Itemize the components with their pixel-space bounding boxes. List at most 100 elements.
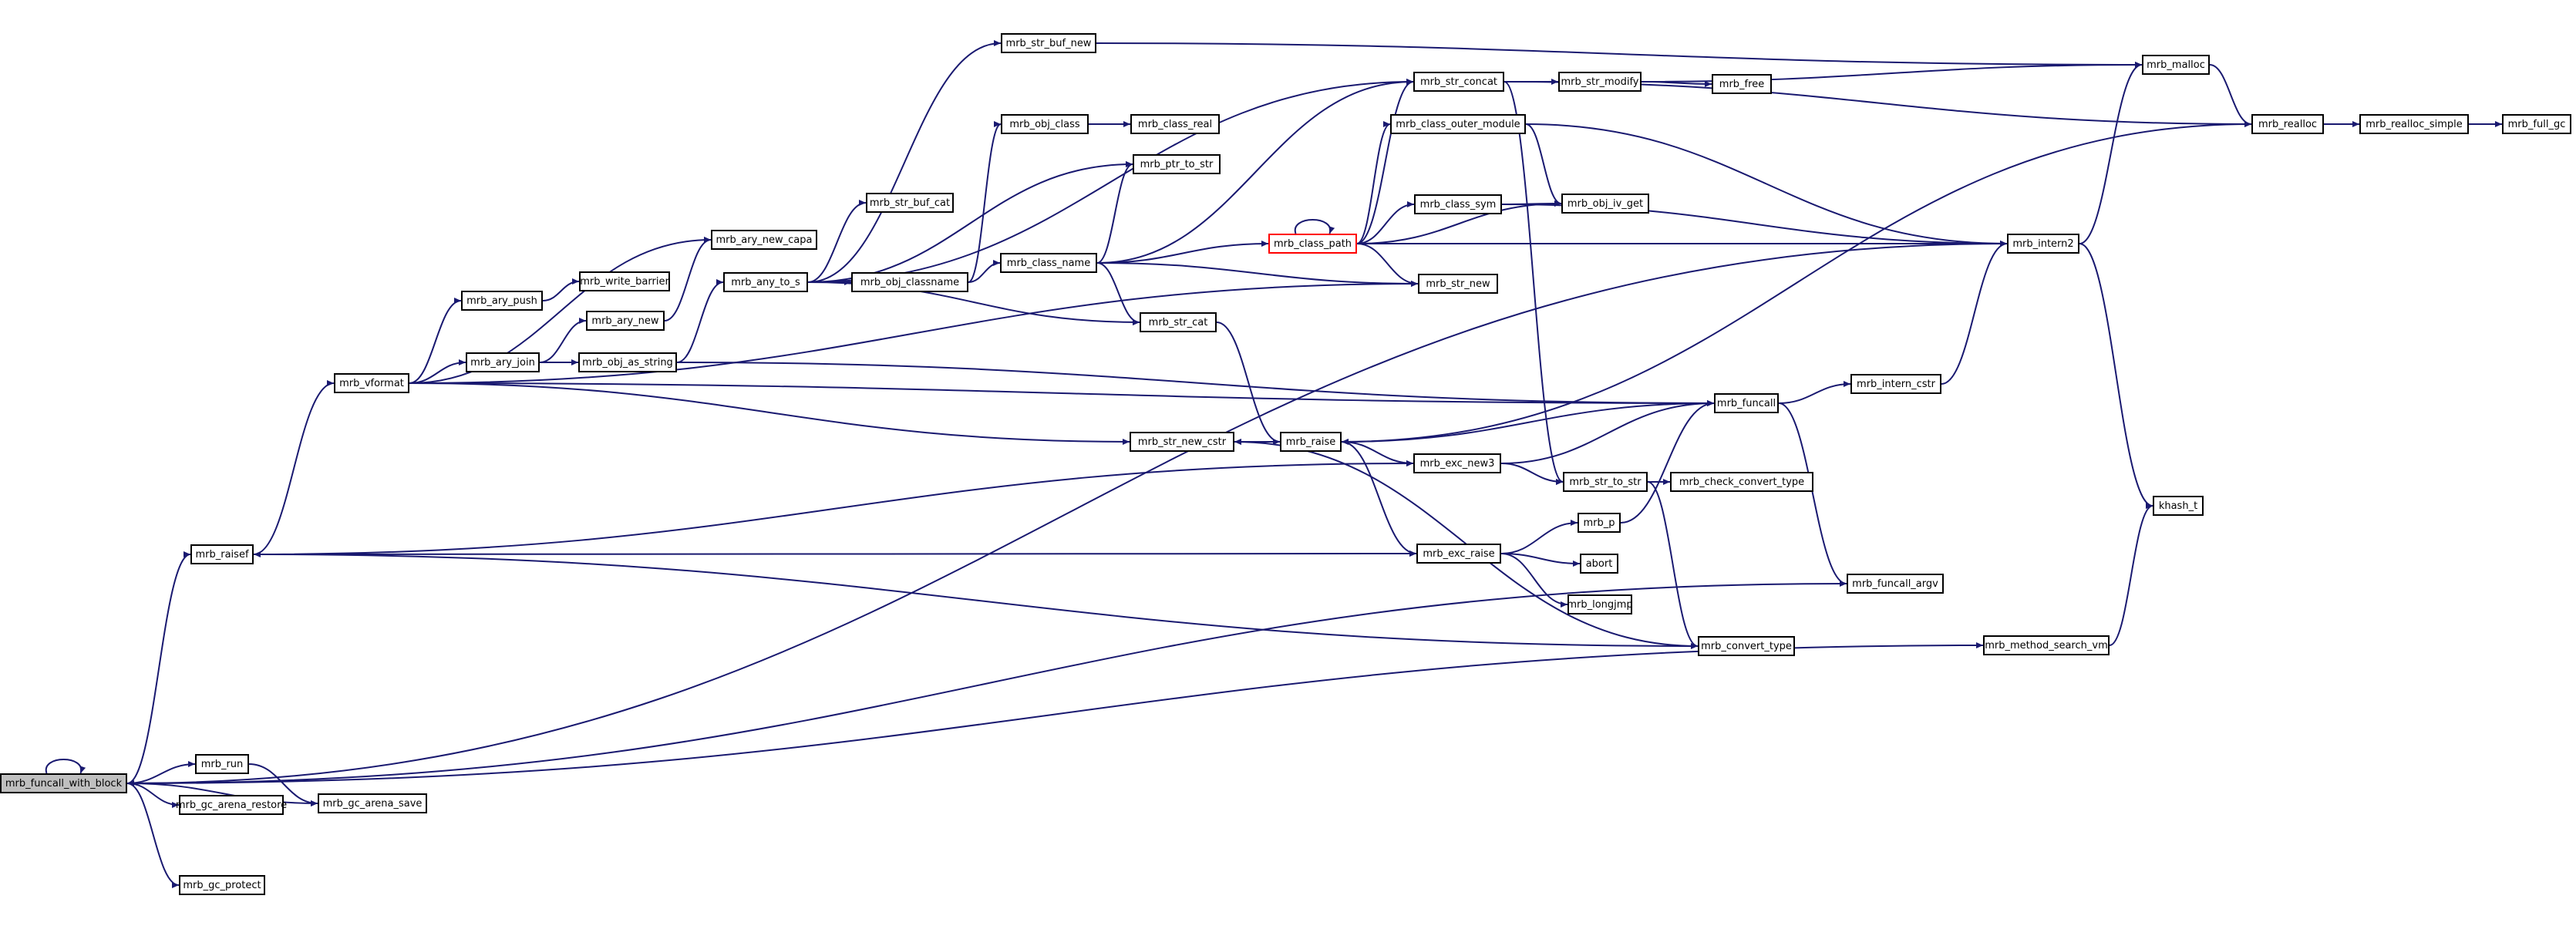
edge-class_name-to-ptr_to_str (1096, 161, 1133, 264)
edge-funcall_argv-to-funcall_with_block (126, 583, 1847, 786)
edge-vformat-to-ary_push (409, 298, 462, 384)
edge-funcall_with_block-to-intern2 (126, 241, 2008, 784)
edge-vformat-to-str_new_cstr (409, 382, 1130, 445)
edge-ary_join-to-ary_new (539, 318, 587, 363)
edge-class_path-to-str_concat (1356, 79, 1414, 244)
node-mrb-any-to-s[interactable]: mrb_any_to_s (723, 272, 808, 292)
edge-raise-to-exc_new3 (1341, 441, 1414, 466)
edge-class_path-to-obj_iv_get (1356, 200, 1562, 244)
edge-run-to-gc_arena_save (248, 763, 318, 806)
node-mrb-funcall-with-block[interactable]: mrb_funcall_with_block (0, 773, 127, 793)
node-mrb-str-buf-new[interactable]: mrb_str_buf_new (1001, 33, 1096, 53)
node-mrb-str-modify[interactable]: mrb_str_modify (1558, 72, 1642, 92)
node-mrb-obj-class[interactable]: mrb_obj_class (1001, 114, 1089, 134)
edge-exc_raise-to-abort (1500, 553, 1581, 567)
node-mrb-gc-arena-restore[interactable]: mrb_gc_arena_restore (176, 795, 287, 815)
edge-raisef-to-vformat (253, 380, 335, 555)
node-mrb-longjmp[interactable]: mrb_longjmp (1567, 594, 1633, 614)
node-mrb-class-outer-module[interactable]: mrb_class_outer_module (1390, 114, 1526, 134)
node-mrb-obj-iv-get[interactable]: mrb_obj_iv_get (1561, 194, 1649, 214)
node-mrb-run[interactable]: mrb_run (195, 754, 249, 774)
edge-funcall-to-intern_cstr (1778, 381, 1851, 404)
edge-funcall_with_block-to-method_search_vm (126, 642, 1984, 784)
node-mrb-check-convert-type[interactable]: mrb_check_convert_type (1670, 472, 1813, 492)
edge-class_path-to-class_sym (1356, 201, 1415, 244)
node-mrb-malloc[interactable]: mrb_malloc (2142, 55, 2210, 75)
node-mrb-str-new[interactable]: mrb_str_new (1418, 274, 1498, 294)
node-mrb-realloc-simple[interactable]: mrb_realloc_simple (2359, 114, 2469, 134)
edge-vformat-to-ary_new_capa (409, 237, 712, 384)
edge-funcall_with_block-to-raisef (126, 551, 191, 784)
node-mrb-class-sym[interactable]: mrb_class_sym (1414, 194, 1502, 214)
node-mrb-ary-push[interactable]: mrb_ary_push (461, 291, 543, 311)
node-mrb-method-search-vm[interactable]: mrb_method_search_vm (1983, 635, 2110, 655)
edge-funcall-to-raise (1341, 402, 1715, 445)
edge-class_path-to-class_outer_module (1356, 121, 1391, 244)
node-mrb-str-new-cstr[interactable]: mrb_str_new_cstr (1130, 432, 1234, 452)
node-mrb-str-concat[interactable]: mrb_str_concat (1413, 72, 1504, 92)
node-mrb-str-buf-cat[interactable]: mrb_str_buf_cat (866, 193, 954, 213)
edge-class_path-to-str_new (1356, 243, 1419, 287)
node-mrb-gc-protect[interactable]: mrb_gc_protect (179, 875, 265, 895)
edge-obj_classname-to-obj_class (968, 121, 1002, 283)
node-mrb-raise[interactable]: mrb_raise (1280, 432, 1342, 452)
node-mrb-free[interactable]: mrb_free (1712, 74, 1772, 94)
node-mrb-class-name[interactable]: mrb_class_name (1000, 253, 1097, 273)
node-mrb-convert-type[interactable]: mrb_convert_type (1698, 636, 1795, 656)
edge-str_concat-to-str_to_str (1504, 81, 1564, 485)
node-khash-t[interactable]: khash_t (2153, 496, 2204, 516)
edge-str_cat-to-raise (1216, 322, 1281, 445)
edge-obj_as_string-to-any_to_s (676, 279, 724, 363)
node-mrb-vformat[interactable]: mrb_vformat (334, 373, 409, 393)
edge-class_outer_module-to-obj_iv_get (1525, 123, 1562, 207)
node-mrb-realloc[interactable]: mrb_realloc (2251, 114, 2324, 134)
edge-realloc-to-raise (1341, 123, 2252, 445)
node-mrb-write-barrier[interactable]: mrb_write_barrier (579, 271, 670, 291)
edge-class_name-to-class_path (1096, 241, 1269, 264)
node-mrb-full-gc[interactable]: mrb_full_gc (2502, 114, 2571, 134)
node-mrb-ary-new-capa[interactable]: mrb_ary_new_capa (711, 230, 817, 250)
edge-intern2-to-khash_t (2079, 243, 2153, 509)
node-mrb-ptr-to-str[interactable]: mrb_ptr_to_str (1133, 154, 1221, 174)
edge-any_to_s-to-str_concat (807, 79, 1414, 283)
node-mrb-intern2[interactable]: mrb_intern2 (2007, 234, 2079, 254)
node-mrb-class-path[interactable]: mrb_class_path (1268, 234, 1357, 254)
node-mrb-intern-cstr[interactable]: mrb_intern_cstr (1850, 374, 1941, 394)
edge-vformat-to-funcall (409, 382, 1715, 406)
node-mrb-obj-classname[interactable]: mrb_obj_classname (851, 272, 968, 292)
edge-raisef-to-exc_new3 (253, 460, 1414, 555)
node-mrb-ary-new[interactable]: mrb_ary_new (586, 311, 665, 331)
edge-exc_raise-to-longjmp (1500, 553, 1568, 608)
edge-funcall_with_block-to-funcall_with_block (45, 759, 86, 774)
node-mrb-p[interactable]: mrb_p (1578, 513, 1621, 533)
edge-str_to_str-to-convert_type (1647, 481, 1699, 649)
edge-malloc-to-realloc (2209, 64, 2252, 127)
node-mrb-class-real[interactable]: mrb_class_real (1130, 114, 1220, 134)
edge-str_buf_new-to-malloc (1096, 42, 2143, 68)
edge-raise-to-exc_raise (1341, 441, 1417, 557)
edge-class_name-to-str_cat (1096, 262, 1140, 325)
edge-intern2-to-malloc (2079, 62, 2143, 244)
edge-method_search_vm-to-khash_t (2109, 503, 2153, 646)
node-mrb-ary-join[interactable]: mrb_ary_join (466, 352, 540, 372)
node-mrb-obj-as-string[interactable]: mrb_obj_as_string (578, 352, 677, 372)
edge-funcall_with_block-to-gc_protect (126, 783, 180, 888)
node-mrb-str-cat[interactable]: mrb_str_cat (1140, 312, 1217, 332)
edge-class_name-to-str_new (1096, 262, 1419, 287)
edge-class_name-to-str_concat (1096, 79, 1414, 264)
node-mrb-funcall[interactable]: mrb_funcall (1714, 393, 1779, 413)
node-mrb-gc-arena-save[interactable]: mrb_gc_arena_save (318, 793, 427, 813)
node-mrb-str-to-str[interactable]: mrb_str_to_str (1563, 472, 1648, 492)
edge-class_outer_module-to-intern2 (1525, 123, 2008, 247)
edge-exc_new3-to-funcall (1500, 400, 1715, 464)
node-mrb-exc-raise[interactable]: mrb_exc_raise (1416, 544, 1501, 564)
node-mrb-funcall-argv[interactable]: mrb_funcall_argv (1847, 574, 1944, 594)
edge-convert_type-to-raisef (253, 551, 1699, 647)
edge-ary_push-to-write_barrier (542, 278, 580, 301)
node-mrb-exc-new3[interactable]: mrb_exc_new3 (1413, 453, 1501, 473)
node-abort[interactable]: abort (1580, 554, 1618, 574)
edge-obj_as_string-to-funcall (676, 362, 1715, 406)
node-mrb-raisef[interactable]: mrb_raisef (190, 544, 254, 564)
edge-vformat-to-str_new (409, 281, 1419, 384)
